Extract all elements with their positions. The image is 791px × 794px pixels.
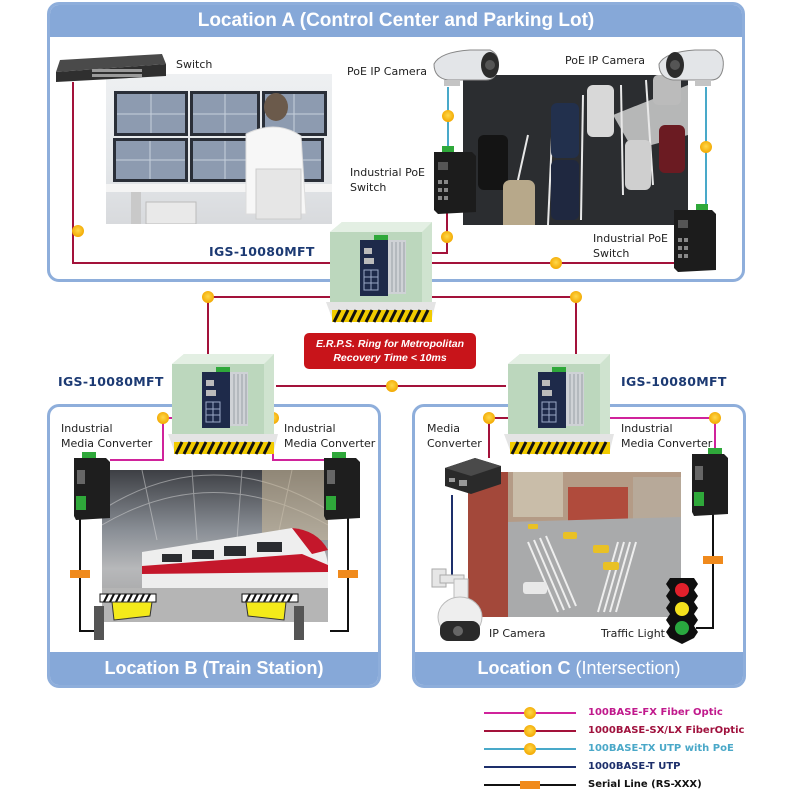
media-converter-icon: [445, 458, 501, 494]
industrial-poe-switch-label-2: Industrial PoE Switch: [593, 232, 669, 260]
barrier-gate-icon: [241, 593, 304, 640]
badge-1000-ring-left: [202, 291, 214, 303]
ip-camera-label: IP Camera: [489, 627, 546, 640]
location-a-title: Location A (Control Center and Parking L…: [50, 5, 742, 37]
igs-cabinet-b: [168, 354, 278, 455]
legend-line-poe: [484, 743, 576, 755]
poe-camera-label-2: PoE IP Camera: [565, 54, 645, 67]
location-b-model-label: IGS-10080MFT: [58, 374, 164, 389]
barrier-gate-icon: [94, 593, 157, 640]
industrial-poe-switch-label-1: Industrial PoE Switch: [350, 166, 426, 194]
badge-100-c-right: [709, 412, 721, 424]
legend-label: 100BASE-FX Fiber Optic: [588, 707, 723, 718]
erps-line-2: Recovery Time < 10ms: [333, 352, 447, 364]
hazard-stripes: [332, 309, 432, 323]
badge-1000-a-left: [72, 225, 84, 237]
badge-poe-cam2: [700, 141, 712, 153]
igs-cabinet-c: [504, 354, 614, 455]
legend-line-sx: [484, 725, 576, 737]
control-room-photo: [106, 74, 332, 224]
industrial-media-converter-icon: [324, 452, 360, 520]
industrial-poe-switch-icon: [674, 204, 716, 272]
location-c-title-bold: Location C: [477, 658, 571, 678]
switch-label: Switch: [176, 58, 213, 71]
legend-label: 1000BASE-SX/LX FiberOptic: [588, 725, 745, 736]
badge-serial-b-right: [338, 570, 358, 578]
ptz-ip-camera-icon: [431, 568, 483, 641]
badge-1000-ring-right: [570, 291, 582, 303]
intersection-photo: [468, 472, 681, 617]
igs-cabinet-core: [326, 222, 436, 323]
traffic-light-label: Traffic Light: [601, 627, 665, 640]
legend-line-serial: [484, 781, 576, 789]
parking-lot-photo: [463, 75, 688, 225]
legend-line-utp: [484, 766, 576, 768]
location-b-title: Location B (Train Station): [50, 652, 378, 685]
serial-b-left: [79, 518, 98, 632]
traffic-light-icon: [666, 578, 698, 644]
location-c-model-label: IGS-10080MFT: [621, 374, 727, 389]
industrial-media-converter-icon: [692, 448, 728, 516]
badge-1000-ring-bottom: [386, 380, 398, 392]
badge-poe-cam1: [442, 110, 454, 122]
legend-item-1000base-sx-lx: 1000BASE-SX/LX FiberOptic: [482, 724, 782, 740]
control-room-illustration: [106, 91, 332, 224]
location-c-title: Location C (Intersection): [415, 652, 743, 685]
b-media-converter-right-label: Industrial Media Converter: [284, 422, 376, 450]
intersection-illustration: [468, 472, 681, 617]
poe-camera-icon: [433, 49, 499, 86]
erps-line-1: E.R.P.S. Ring for Metropolitan: [316, 338, 464, 350]
legend-item-100base-tx-poe: 100BASE-TX UTP with PoE: [482, 742, 782, 758]
serial-b-right: [330, 518, 349, 632]
erps-callout: E.R.P.S. Ring for Metropolitan Recovery …: [304, 333, 476, 369]
b-media-converter-left-label: Industrial Media Converter: [61, 422, 153, 450]
legend-item-100base-fx: 100BASE-FX Fiber Optic: [482, 706, 782, 722]
badge-1000-a-poe1: [441, 231, 453, 243]
wire-a-switch-core: [72, 82, 340, 264]
poe-camera-label-1: PoE IP Camera: [347, 65, 427, 78]
legend-label: Serial Line (RS-XXX): [588, 779, 702, 790]
badge-serial-b-left: [70, 570, 90, 578]
legend-label: 100BASE-TX UTP with PoE: [588, 743, 734, 754]
legend-item-1000base-t: 1000BASE-T UTP: [482, 760, 782, 776]
badge-100-b-left: [157, 412, 169, 424]
rack-switch-icon: [56, 54, 166, 82]
industrial-media-converter-icon: [74, 452, 110, 520]
c-industrial-media-converter-label: Industrial Media Converter: [621, 422, 713, 450]
badge-serial-c: [703, 556, 723, 564]
legend-line-fx: [484, 707, 576, 719]
badge-1000-c-left: [483, 412, 495, 424]
legend-item-serial: Serial Line (RS-XXX): [482, 778, 782, 794]
badge-1000-a-poe2: [550, 257, 562, 269]
core-model-label: IGS-10080MFT: [209, 244, 315, 259]
c-media-converter-label: Media Converter: [427, 422, 482, 450]
serial-c-traffic: [696, 512, 714, 629]
poe-camera-icon: [658, 49, 724, 86]
parking-lot-illustration: [478, 75, 688, 225]
legend-label: 1000BASE-T UTP: [588, 761, 681, 772]
industrial-poe-switch-icon: [434, 146, 476, 214]
location-c-title-rest: (Intersection): [570, 658, 681, 678]
